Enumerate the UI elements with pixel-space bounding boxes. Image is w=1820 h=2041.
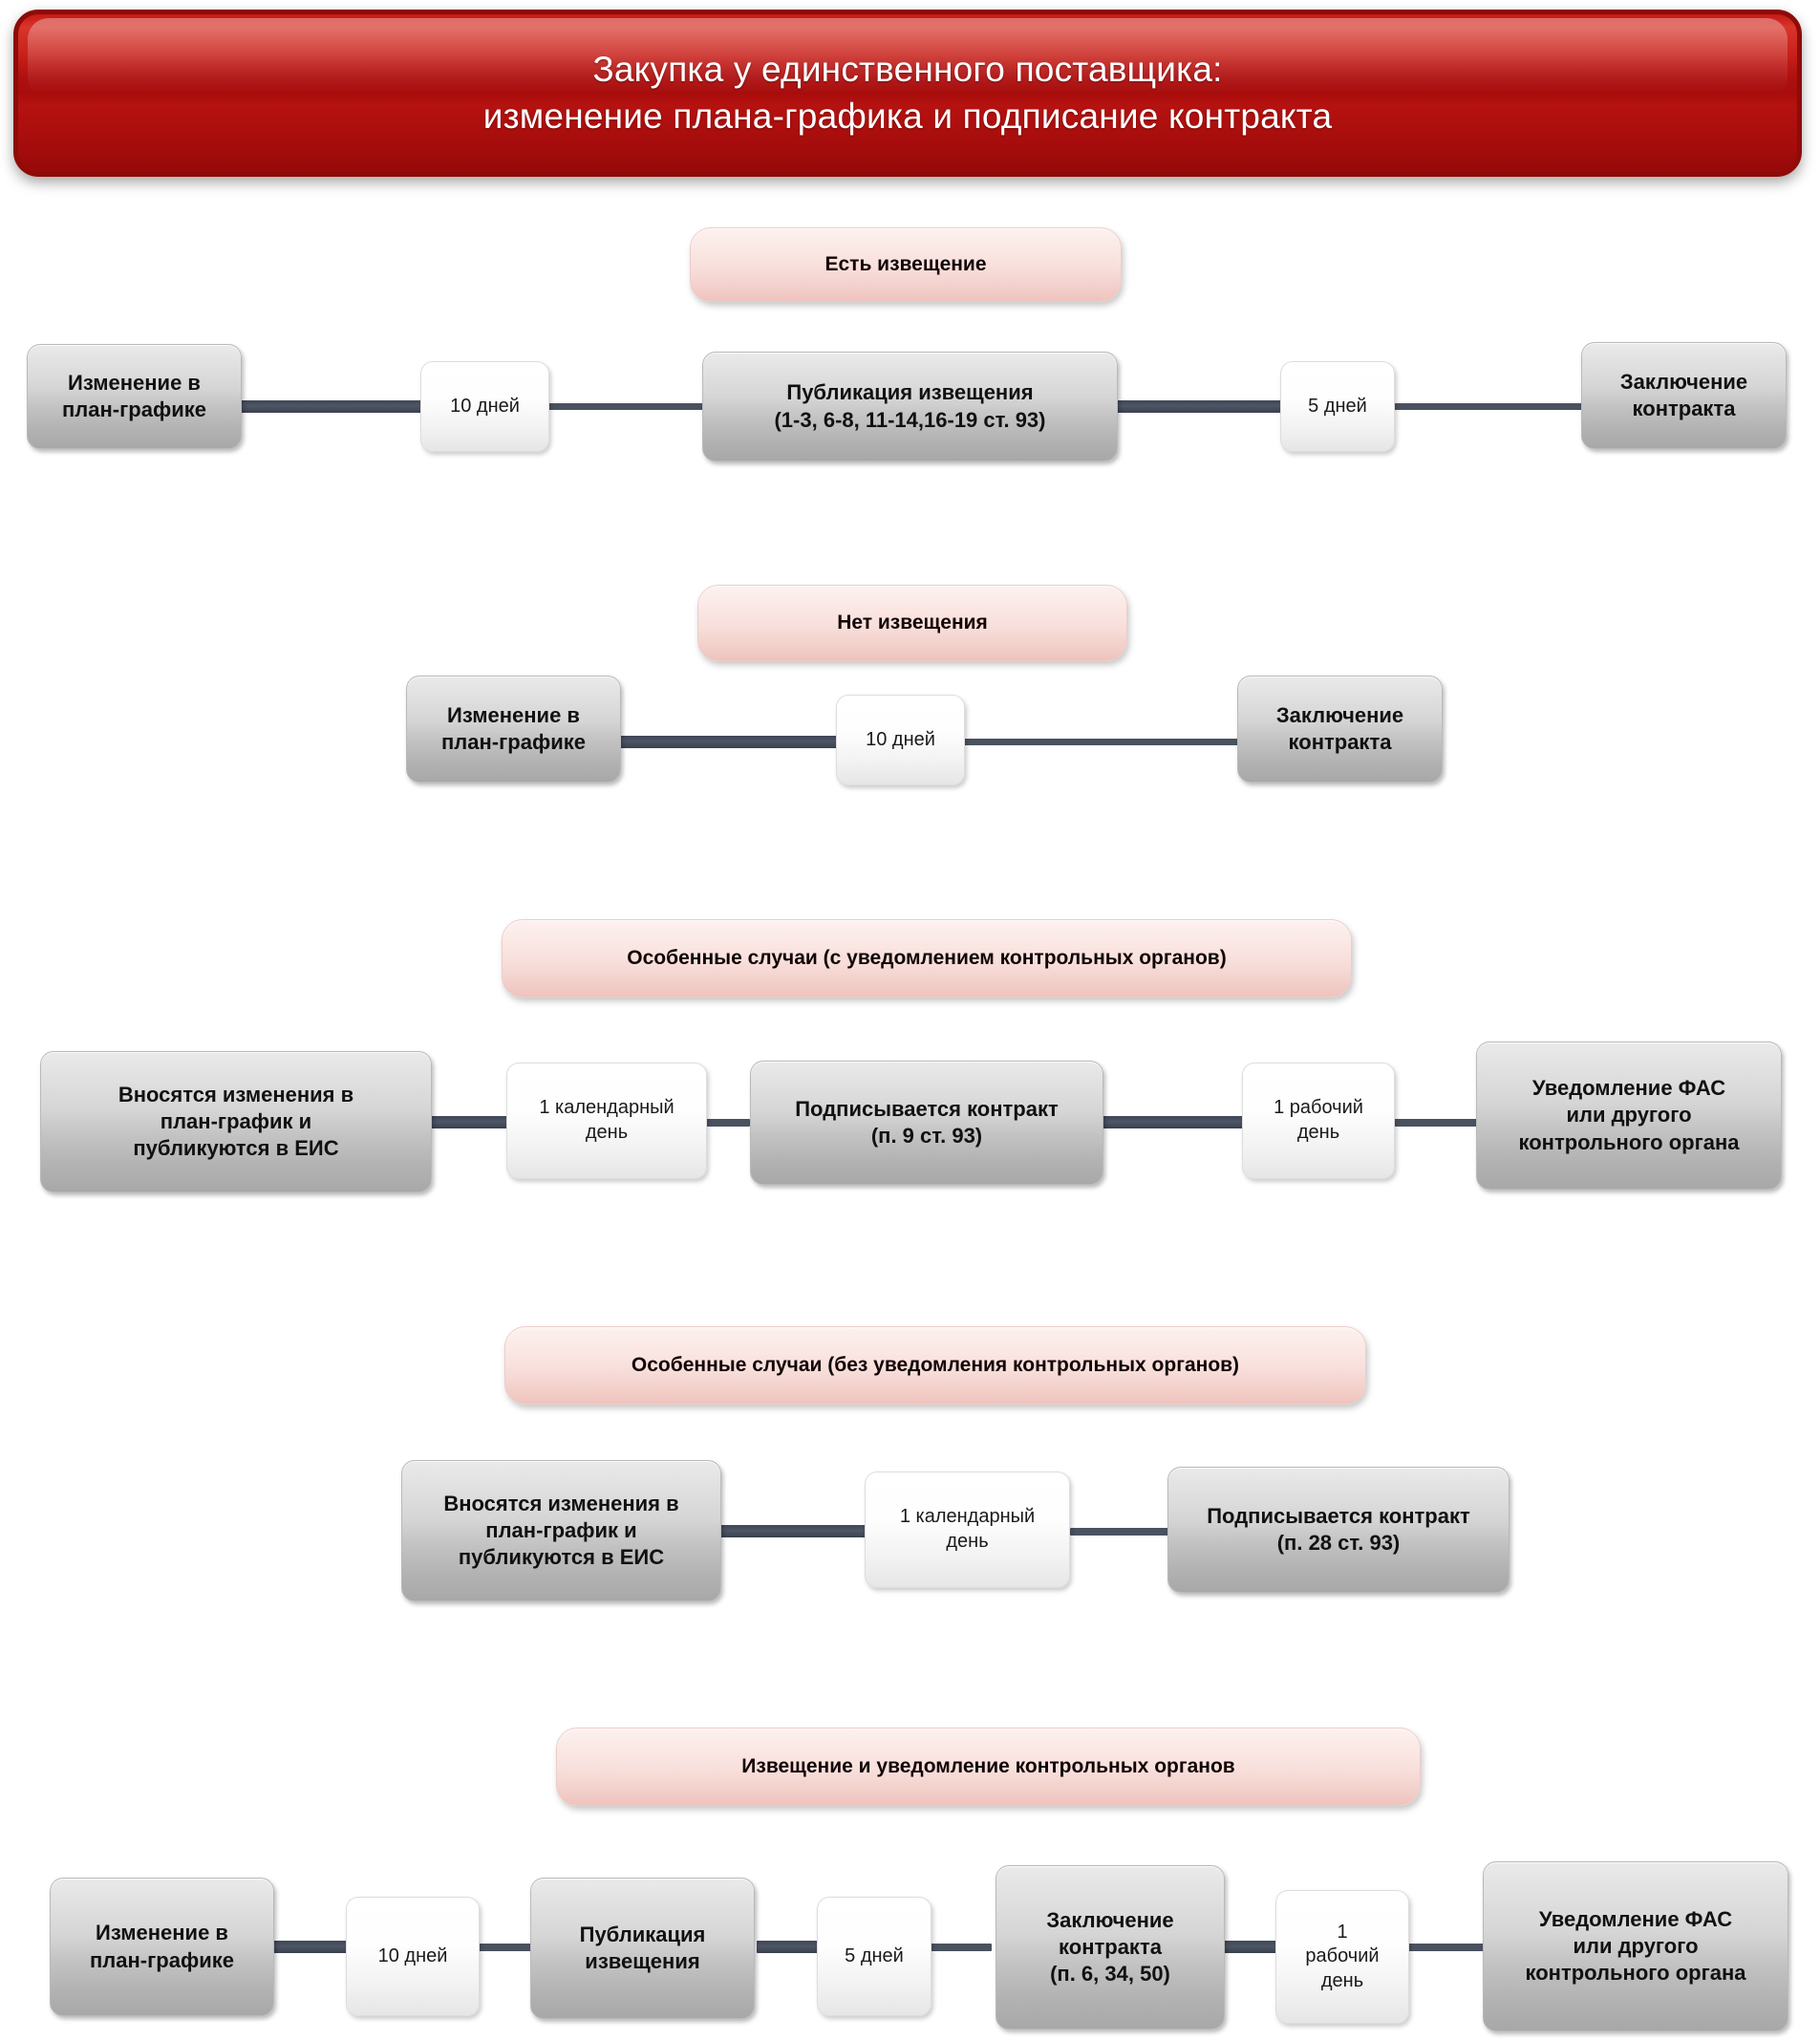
connector-s1-1: [215, 400, 430, 413]
node-s2-zaklyuchenie-kontrakta[interactable]: Заключение контракта: [1237, 676, 1443, 783]
node-label: Вносятся изменения в план-график и публи…: [118, 1082, 354, 1161]
connector-s2-2: [955, 739, 1247, 745]
section-label-osobennye-s-uvedomleniem: Особенные случаи (с уведомлением контрол…: [502, 919, 1352, 998]
node-s5-duration-5-dney[interactable]: 5 дней: [817, 1897, 931, 2016]
node-label: Публикация извещения (1-3, 6-8, 11-14,16…: [774, 380, 1046, 432]
node-s1-publikaciya-izveshcheniya[interactable]: Публикация извещения (1-3, 6-8, 11-14,16…: [702, 352, 1118, 462]
page-title-line-1: Закупка у единственного поставщика:: [592, 49, 1223, 89]
node-s3-uvedomlenie-fas[interactable]: Уведомление ФАС или другого контрольного…: [1476, 1042, 1782, 1190]
node-s2-izmenenie-v-plan-grafike[interactable]: Изменение в план-графике: [406, 676, 621, 783]
node-s1-zaklyuchenie-kontrakta[interactable]: Заключение контракта: [1581, 342, 1787, 449]
connector-s5-6: [1402, 1944, 1488, 1951]
node-label: Изменение в план-графике: [62, 370, 206, 421]
node-label: 1 календарный день: [899, 1506, 1036, 1552]
connector-s4-1: [712, 1525, 874, 1537]
node-s5-duration-10-dney[interactable]: 10 дней: [346, 1897, 480, 2016]
node-label: Заключение контракта: [1619, 369, 1748, 420]
node-s5-izmenenie-v-plan-grafike[interactable]: Изменение в план-графике: [50, 1878, 274, 2016]
page-title-banner: Закупка у единственного поставщика: изме…: [13, 10, 1802, 177]
node-label: 10 дней: [450, 395, 520, 417]
node-label: Уведомление ФАС или другого контрольного…: [1525, 1906, 1746, 1986]
node-label: 1 календарный день: [539, 1097, 674, 1143]
connector-s1-4: [1385, 403, 1591, 410]
connector-s5-4: [925, 1944, 992, 1951]
node-label: 10 дней: [866, 728, 935, 750]
connector-s4-2: [1070, 1528, 1175, 1536]
connector-s3-3: [1097, 1116, 1250, 1128]
node-label: 1 рабочий день: [1305, 1921, 1380, 1991]
node-s3-podpisyvaetsya-kontrakt[interactable]: Подписывается контракт (п. 9 ст. 93): [750, 1061, 1103, 1185]
connector-s3-4: [1390, 1119, 1486, 1127]
section-label-text: Особенные случаи (без уведомления контро…: [631, 1353, 1240, 1376]
node-s5-zaklyuchenie-kontrakta[interactable]: Заключение контракта (п. 6, 34, 50): [996, 1865, 1225, 2030]
section-label-osobennye-bez-uvedomleniya: Особенные случаи (без уведомления контро…: [504, 1326, 1366, 1405]
section-label-net-izveshcheniya: Нет извещения: [697, 585, 1127, 661]
node-s4-vnosyatsya-izmeneniya[interactable]: Вносятся изменения в план-график и публи…: [401, 1460, 721, 1601]
node-s2-duration-10-dney[interactable]: 10 дней: [836, 695, 965, 785]
node-label: Публикация извещения: [579, 1922, 706, 1973]
node-s4-podpisyvaetsya-kontrakt[interactable]: Подписывается контракт (п. 28 ст. 93): [1167, 1467, 1510, 1593]
node-label: 10 дней: [377, 1944, 448, 1966]
section-label-izveshchenie-i-uvedomlenie: Извещение и уведомление контрольных орга…: [556, 1728, 1421, 1806]
node-s1-izmenenie-v-plan-grafike[interactable]: Изменение в план-графике: [27, 344, 242, 449]
node-label: 5 дней: [845, 1944, 904, 1966]
connector-s1-3: [1113, 400, 1290, 413]
section-label-text: Извещение и уведомление контрольных орга…: [741, 1754, 1235, 1777]
connector-s5-5: [1221, 1941, 1288, 1953]
node-label: Изменение в план-графике: [90, 1921, 234, 1972]
connector-s5-3: [757, 1941, 824, 1953]
node-s5-publikaciya-izveshcheniya[interactable]: Публикация извещения: [530, 1878, 755, 2019]
node-s5-uvedomlenie-fas[interactable]: Уведомление ФАС или другого контрольного…: [1483, 1861, 1788, 2031]
node-label: Подписывается контракт (п. 9 ст. 93): [795, 1096, 1059, 1148]
connector-s5-1: [270, 1941, 356, 1953]
node-label: Вносятся изменения в план-график и публи…: [443, 1491, 679, 1570]
section-label-text: Есть извещение: [824, 252, 987, 275]
node-label: Изменение в план-графике: [441, 702, 586, 754]
node-s1-duration-10-dney[interactable]: 10 дней: [420, 361, 549, 452]
connector-s3-2: [702, 1119, 750, 1127]
connector-s1-2: [540, 403, 707, 410]
section-label-text: Особенные случаи (с уведомлением контрол…: [627, 946, 1227, 969]
node-label: 1 рабочий день: [1274, 1097, 1363, 1143]
page-title-line-2: изменение плана-графика и подписание кон…: [482, 96, 1333, 136]
section-label-est-izveshchenie: Есть извещение: [690, 227, 1122, 302]
node-s3-duration-1-kalendarnyy-den[interactable]: 1 календарный день: [506, 1063, 707, 1179]
page-title: Закупка у единственного поставщика: изме…: [483, 47, 1332, 140]
section-label-text: Нет извещения: [837, 611, 988, 634]
node-label: Заключение контракта (п. 6, 34, 50): [1046, 1907, 1174, 1987]
node-s3-vnosyatsya-izmeneniya[interactable]: Вносятся изменения в план-график и публи…: [40, 1051, 432, 1192]
node-label: Уведомление ФАС или другого контрольного…: [1518, 1076, 1740, 1154]
node-label: Подписывается контракт (п. 28 ст. 93): [1207, 1503, 1470, 1555]
node-label: 5 дней: [1308, 395, 1367, 417]
node-s4-duration-1-kalendarnyy-den[interactable]: 1 календарный день: [865, 1472, 1070, 1588]
node-s3-duration-1-rabochiy-den[interactable]: 1 рабочий день: [1242, 1063, 1395, 1179]
connector-s5-2: [475, 1944, 532, 1951]
node-label: Заключение контракта: [1275, 702, 1404, 754]
node-s5-duration-1-rabochiy-den[interactable]: 1 рабочий день: [1275, 1890, 1409, 2024]
node-s1-duration-5-dney[interactable]: 5 дней: [1280, 361, 1395, 452]
